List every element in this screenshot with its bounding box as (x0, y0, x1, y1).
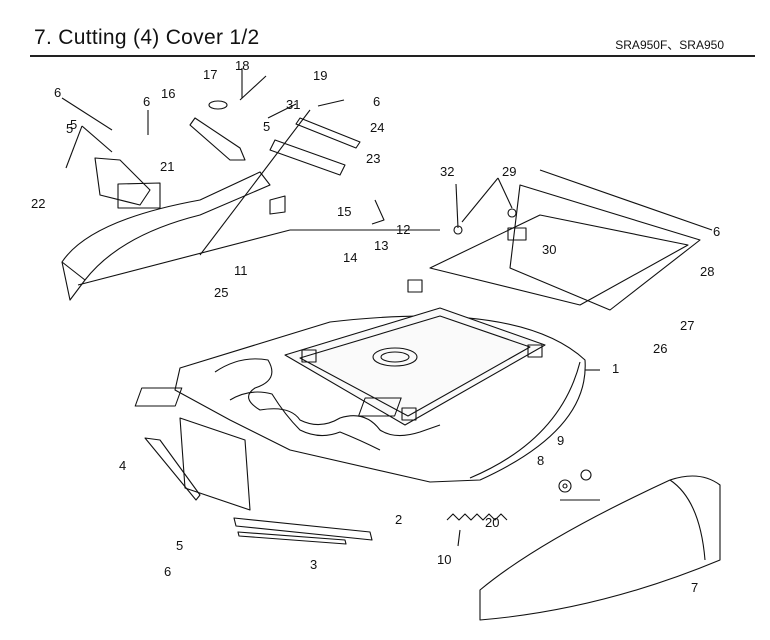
bracket-21 (94, 157, 151, 206)
callout-15: 15 (337, 204, 351, 219)
callout-10: 10 (437, 552, 451, 567)
center-bearing (372, 347, 418, 367)
callout-26: 26 (653, 341, 667, 356)
callout-23: 23 (366, 151, 380, 166)
model-applicability: SRA950F、SRA950 (615, 38, 724, 52)
left-arm (61, 171, 271, 281)
callout-5: 5 (176, 538, 183, 553)
strip-3 (237, 531, 347, 545)
callout-21: 21 (160, 159, 174, 174)
callout-5: 5 (70, 117, 77, 132)
callout-6: 6 (143, 94, 150, 109)
callout-30: 30 (542, 242, 556, 257)
callout-6: 6 (373, 94, 380, 109)
callout-1: 1 (612, 361, 619, 376)
callout-6: 6 (713, 224, 720, 239)
callout-25: 25 (214, 285, 228, 300)
washer-9 (580, 469, 592, 481)
callout-18: 18 (235, 58, 249, 73)
shield-24 (295, 117, 361, 149)
callout-9: 9 (557, 433, 564, 448)
callout-29: 29 (502, 164, 516, 179)
callout-13: 13 (374, 238, 388, 253)
callout-5: 5 (66, 121, 73, 136)
callout-6: 6 (54, 85, 61, 100)
callout-17: 17 (203, 67, 217, 82)
front-roller (479, 475, 721, 621)
side-plate-2 (233, 517, 373, 541)
callout-3: 3 (310, 557, 317, 572)
bracket-4 (144, 437, 201, 501)
rod-11 (77, 229, 291, 286)
callout-12: 12 (396, 222, 410, 237)
callout-22: 22 (31, 196, 45, 211)
callout-27: 27 (680, 318, 694, 333)
callout-19: 19 (313, 68, 327, 83)
callout-16: 16 (161, 86, 175, 101)
callout-2: 2 (395, 512, 402, 527)
page-title: 7. Cutting (4) Cover 1/2 (34, 26, 260, 49)
header-rule (30, 55, 755, 57)
callout-11: 11 (234, 263, 248, 278)
rear-plate (429, 214, 689, 306)
front-plate (179, 417, 251, 511)
shield-23 (269, 139, 346, 176)
callout-32: 32 (440, 164, 454, 179)
callout-7: 7 (691, 580, 698, 595)
arm-16 (189, 117, 246, 161)
callout-31: 31 (286, 97, 300, 112)
callout-20: 20 (485, 515, 499, 530)
callout-8: 8 (537, 453, 544, 468)
callout-14: 14 (343, 250, 357, 265)
callout-4: 4 (119, 458, 126, 473)
mount-plate (284, 307, 546, 426)
spring-10 (446, 513, 508, 521)
deck-cutout (214, 358, 441, 437)
callout-24: 24 (370, 120, 384, 135)
callout-6: 6 (164, 564, 171, 579)
callout-28: 28 (700, 264, 714, 279)
washer-8 (558, 479, 572, 493)
callout-5: 5 (263, 119, 270, 134)
